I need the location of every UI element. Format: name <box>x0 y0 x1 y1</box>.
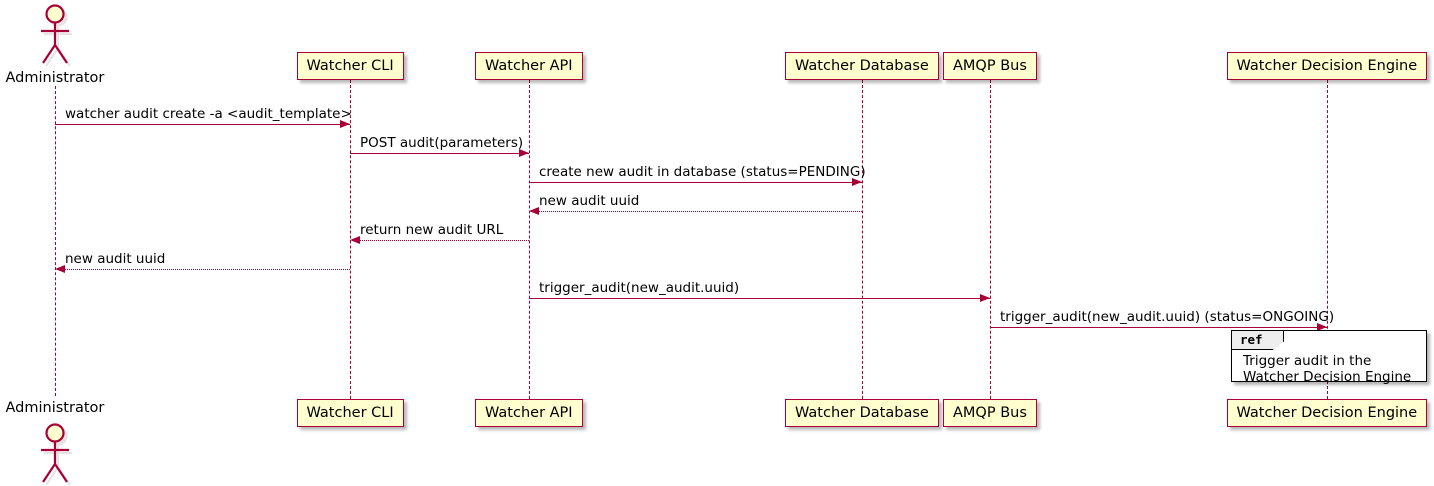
message-label-8: trigger_audit(new_audit.uuid) (status=ON… <box>1000 309 1335 325</box>
message-label-4: new audit uuid <box>539 193 640 209</box>
message-label-2: POST audit(parameters) <box>360 135 524 151</box>
message-arrowhead-2 <box>519 149 529 157</box>
lifeline-administrator <box>54 86 56 396</box>
message-arrowhead-8 <box>1317 323 1327 331</box>
message-arrowhead-5 <box>350 236 360 244</box>
lifeline-watcher-database <box>861 80 863 399</box>
message-line-2 <box>350 153 529 154</box>
participant-amqp-bus-top[interactable]: AMQP Bus <box>943 52 1037 80</box>
actor-label-administrator: Administrator <box>5 400 105 416</box>
message-line-1 <box>55 124 350 125</box>
lifeline-decision-engine <box>1326 80 1328 399</box>
participant-decision-engine-bottom[interactable]: Watcher Decision Engine <box>1226 399 1428 427</box>
message-label-1: watcher audit create -a <audit_template> <box>65 106 352 122</box>
message-arrowhead-7 <box>980 294 990 302</box>
lifeline-amqp-bus <box>989 80 991 399</box>
participant-amqp-bus-bottom[interactable]: AMQP Bus <box>943 399 1037 427</box>
message-line-5 <box>350 240 529 241</box>
message-line-8 <box>990 327 1327 328</box>
participant-watcher-api-top[interactable]: Watcher API <box>475 52 583 80</box>
message-arrowhead-1 <box>340 120 350 128</box>
participant-watcher-database-top[interactable]: Watcher Database <box>785 52 939 80</box>
message-arrowhead-4 <box>529 207 539 215</box>
message-line-6 <box>55 269 350 270</box>
participant-watcher-cli-top[interactable]: Watcher CLI <box>296 52 404 80</box>
message-arrowhead-3 <box>852 178 862 186</box>
fragment-tab-ref-trigger-audit <box>1232 331 1284 350</box>
participant-watcher-cli-bottom[interactable]: Watcher CLI <box>296 399 404 427</box>
message-label-6: new audit uuid <box>65 251 166 267</box>
message-label-5: return new audit URL <box>360 222 504 238</box>
message-line-3 <box>529 182 862 183</box>
message-label-7: trigger_audit(new_audit.uuid) <box>539 280 740 296</box>
actor-figure-administrator <box>32 4 78 67</box>
participant-watcher-api-bottom[interactable]: Watcher API <box>475 399 583 427</box>
message-label-3: create new audit in database (status=PEN… <box>539 164 866 180</box>
message-line-7 <box>529 298 990 299</box>
message-arrowhead-6 <box>55 265 65 273</box>
actor-figure-administrator <box>32 423 78 486</box>
fragment-body-line: Trigger audit in the <box>1243 353 1372 369</box>
fragment-body-line: Watcher Decision Engine <box>1243 369 1412 385</box>
participant-watcher-database-bottom[interactable]: Watcher Database <box>785 399 939 427</box>
participant-decision-engine-top[interactable]: Watcher Decision Engine <box>1226 52 1428 80</box>
message-line-4 <box>529 211 862 212</box>
lifeline-watcher-api <box>528 80 530 399</box>
actor-label-administrator: Administrator <box>5 70 105 86</box>
fragment-tab-label-ref-trigger-audit: ref <box>1240 332 1263 347</box>
